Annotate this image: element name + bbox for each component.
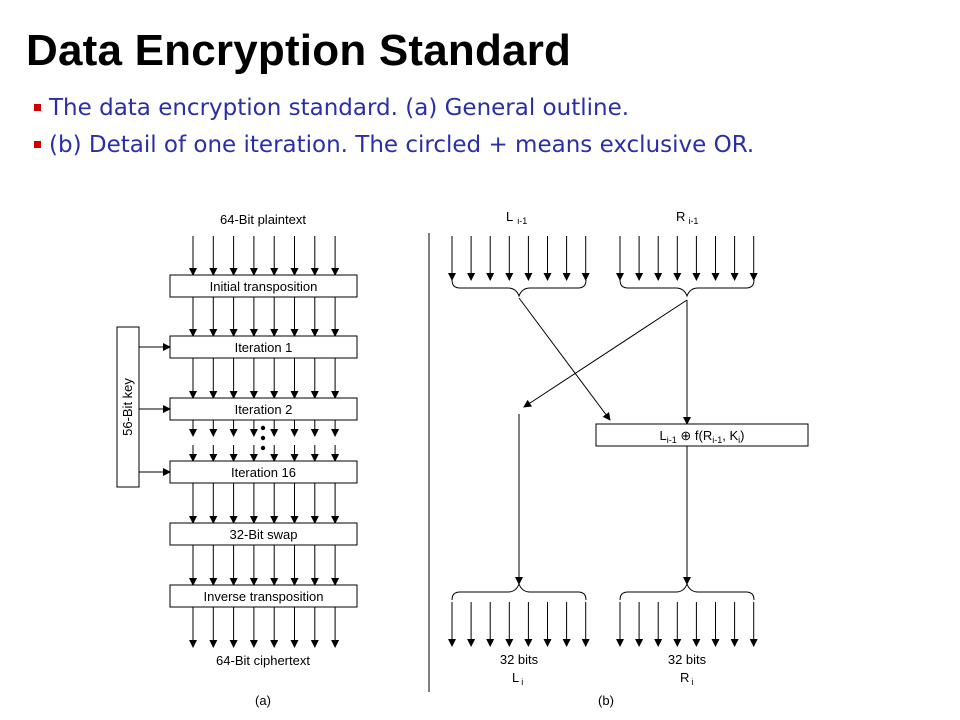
stage-label: Iteration 16 <box>231 465 296 480</box>
caption-b: (b) <box>598 693 614 708</box>
function-label: Li-1 ⊕ f(Ri-1, Ki) <box>660 428 745 445</box>
stage-box <box>169 584 358 608</box>
left-output-brace <box>451 582 587 601</box>
bit-arrows-a <box>189 236 340 648</box>
stage-label: Inverse transposition <box>204 589 324 604</box>
ellipsis-dot <box>260 435 266 441</box>
bullet-text: (b) Detail of one iteration. The circled… <box>49 132 755 158</box>
bullet-marker-icon <box>34 140 41 148</box>
stage-box <box>169 274 358 298</box>
stage-box <box>169 522 358 546</box>
slide-title: Data Encryption Standard <box>26 26 572 75</box>
stage-label: Iteration 2 <box>235 402 293 417</box>
function-box <box>595 423 809 447</box>
bullet-marker-icon <box>34 103 41 111</box>
right-output-bits: 32 bits <box>668 652 707 667</box>
bit-arrows-b <box>448 236 758 647</box>
bullet-text: The data encryption standard. (a) Genera… <box>49 95 630 121</box>
right-input-brace <box>619 279 755 298</box>
left-input-brace <box>451 279 587 298</box>
key-label: 56-Bit key <box>120 378 135 436</box>
plaintext-label: 64-Bit plaintext <box>220 212 306 227</box>
stage-label: Initial transposition <box>210 279 318 294</box>
bullet-item: (b) Detail of one iteration. The circled… <box>22 129 942 162</box>
left-output-bits: 32 bits <box>500 652 539 667</box>
stage-label: Iteration 1 <box>235 340 293 355</box>
ciphertext-label: 64-Bit ciphertext <box>216 653 310 668</box>
left-to-function-arrow <box>518 297 611 421</box>
diagram-a: 64-Bit plaintext Initial transpositionIt… <box>116 212 358 708</box>
bullet-list: The data encryption standard. (a) Genera… <box>22 92 942 166</box>
ellipsis-dot <box>260 425 266 431</box>
right-output-brace <box>619 582 755 601</box>
stage-label: 32-Bit swap <box>230 527 298 542</box>
bullet-item: The data encryption standard. (a) Genera… <box>22 92 942 125</box>
right-to-left-arrow <box>523 299 688 408</box>
key-box <box>116 326 140 488</box>
ellipsis-dot <box>260 445 266 451</box>
caption-a: (a) <box>255 693 271 708</box>
